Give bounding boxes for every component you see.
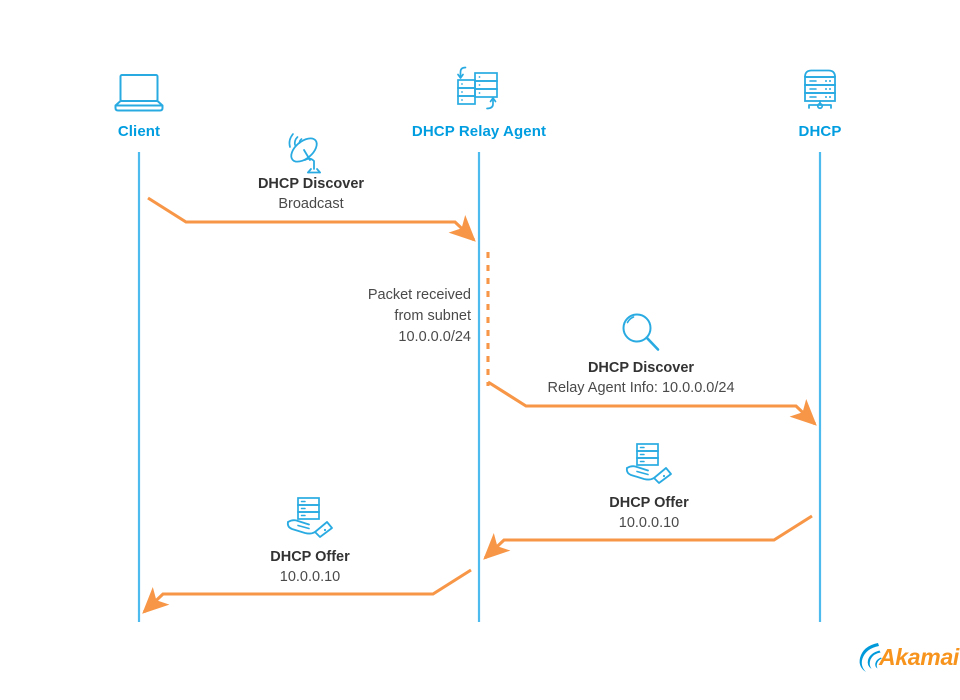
message-subtitle: 10.0.0.10 <box>618 515 680 531</box>
arrow-offer-to-client <box>142 568 472 614</box>
message-label-discover-broadcast: DHCP Discover Broadcast <box>156 175 466 215</box>
message-title: DHCP Offer <box>609 495 689 511</box>
message-subtitle: Relay Agent Info: 10.0.0.0/24 <box>547 380 735 396</box>
server-rack-icon <box>799 68 841 114</box>
relay-server-icon <box>452 66 507 116</box>
hand-offer-icon-upper <box>624 442 674 490</box>
note-line-2: from subnet <box>394 308 471 324</box>
arrow-discover-broadcast <box>147 196 476 242</box>
message-title: DHCP Offer <box>270 549 350 565</box>
arrow-offer-from-dhcp <box>483 514 813 560</box>
message-subtitle: 10.0.0.10 <box>279 569 341 585</box>
actor-label-relay: DHCP Relay Agent <box>411 123 547 140</box>
arrow-discover-relay-info <box>487 380 817 426</box>
akamai-wordmark: Akamai <box>879 644 960 670</box>
message-label-offer-to-client: DHCP Offer 10.0.0.10 <box>160 548 460 588</box>
packet-received-note: Packet received from subnet 10.0.0.0/24 <box>246 285 471 348</box>
akamai-swoosh-icon <box>859 643 882 672</box>
laptop-icon <box>113 72 165 114</box>
akamai-logo: Akamai <box>855 638 959 678</box>
magnifier-icon <box>618 310 664 356</box>
hand-offer-icon-lower <box>285 496 335 544</box>
message-title: DHCP Discover <box>257 176 365 192</box>
actor-label-client: Client <box>117 123 161 140</box>
message-subtitle: Broadcast <box>278 196 344 212</box>
note-line-1: Packet received <box>367 287 471 303</box>
message-label-offer-from-dhcp: DHCP Offer 10.0.0.10 <box>499 494 799 534</box>
note-line-3: 10.0.0.0/24 <box>398 329 471 345</box>
actor-label-dhcp: DHCP <box>798 123 842 140</box>
satellite-dish-icon <box>283 131 329 177</box>
message-label-discover-relay-info: DHCP Discover Relay Agent Info: 10.0.0.0… <box>491 359 791 399</box>
message-title: DHCP Discover <box>587 360 695 376</box>
